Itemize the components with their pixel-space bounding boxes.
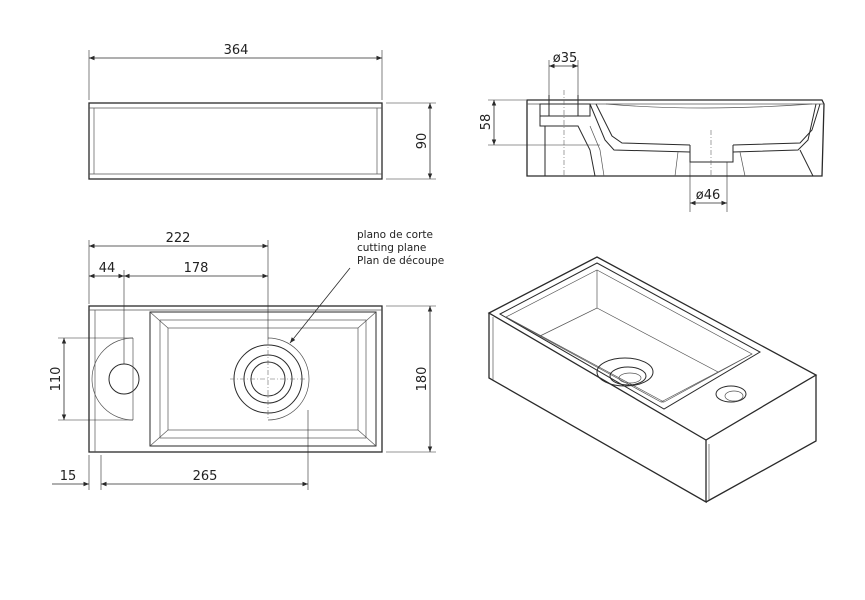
isometric-view: [487, 256, 818, 504]
dim-178-label: 178: [184, 261, 209, 276]
dim-35-label: ø35: [553, 51, 578, 66]
dim-180-label: 180: [415, 367, 430, 392]
note-es: plano de corte: [357, 229, 433, 241]
dim-15-label: 15: [60, 469, 77, 484]
elevation-view: [88, 50, 436, 180]
dim-46-label: ø46: [696, 188, 721, 203]
plan-dimensions-bottom: 15 265: [52, 410, 309, 490]
dim-90-label: 90: [415, 133, 430, 150]
dim-364-label: 364: [224, 43, 249, 58]
dim-110-label: 110: [49, 367, 64, 392]
note-fr: Plan de découpe: [357, 255, 444, 267]
plan-view: [88, 305, 383, 453]
dimension-drain-35: ø35: [548, 51, 579, 95]
dim-222-label: 222: [166, 231, 191, 246]
dimension-drain-46: ø46: [689, 162, 728, 212]
plan-dimensions-left: 110: [49, 337, 133, 421]
plan-dimensions-right: 180: [386, 305, 436, 453]
plan-dimensions-top: 222 44 178: [88, 231, 269, 364]
dim-58-label: 58: [479, 114, 494, 131]
dimension-height-90: 90: [415, 103, 433, 179]
dim-265-label: 265: [193, 469, 218, 484]
note-en: cutting plane: [357, 242, 426, 254]
cutting-plane-annotation: plano de corte cutting plane Plan de déc…: [289, 229, 444, 344]
dimension-depth-58: 58: [479, 99, 600, 146]
dimension-width-364: 364: [89, 43, 382, 61]
dim-44-label: 44: [99, 261, 116, 276]
section-view: [526, 90, 825, 177]
